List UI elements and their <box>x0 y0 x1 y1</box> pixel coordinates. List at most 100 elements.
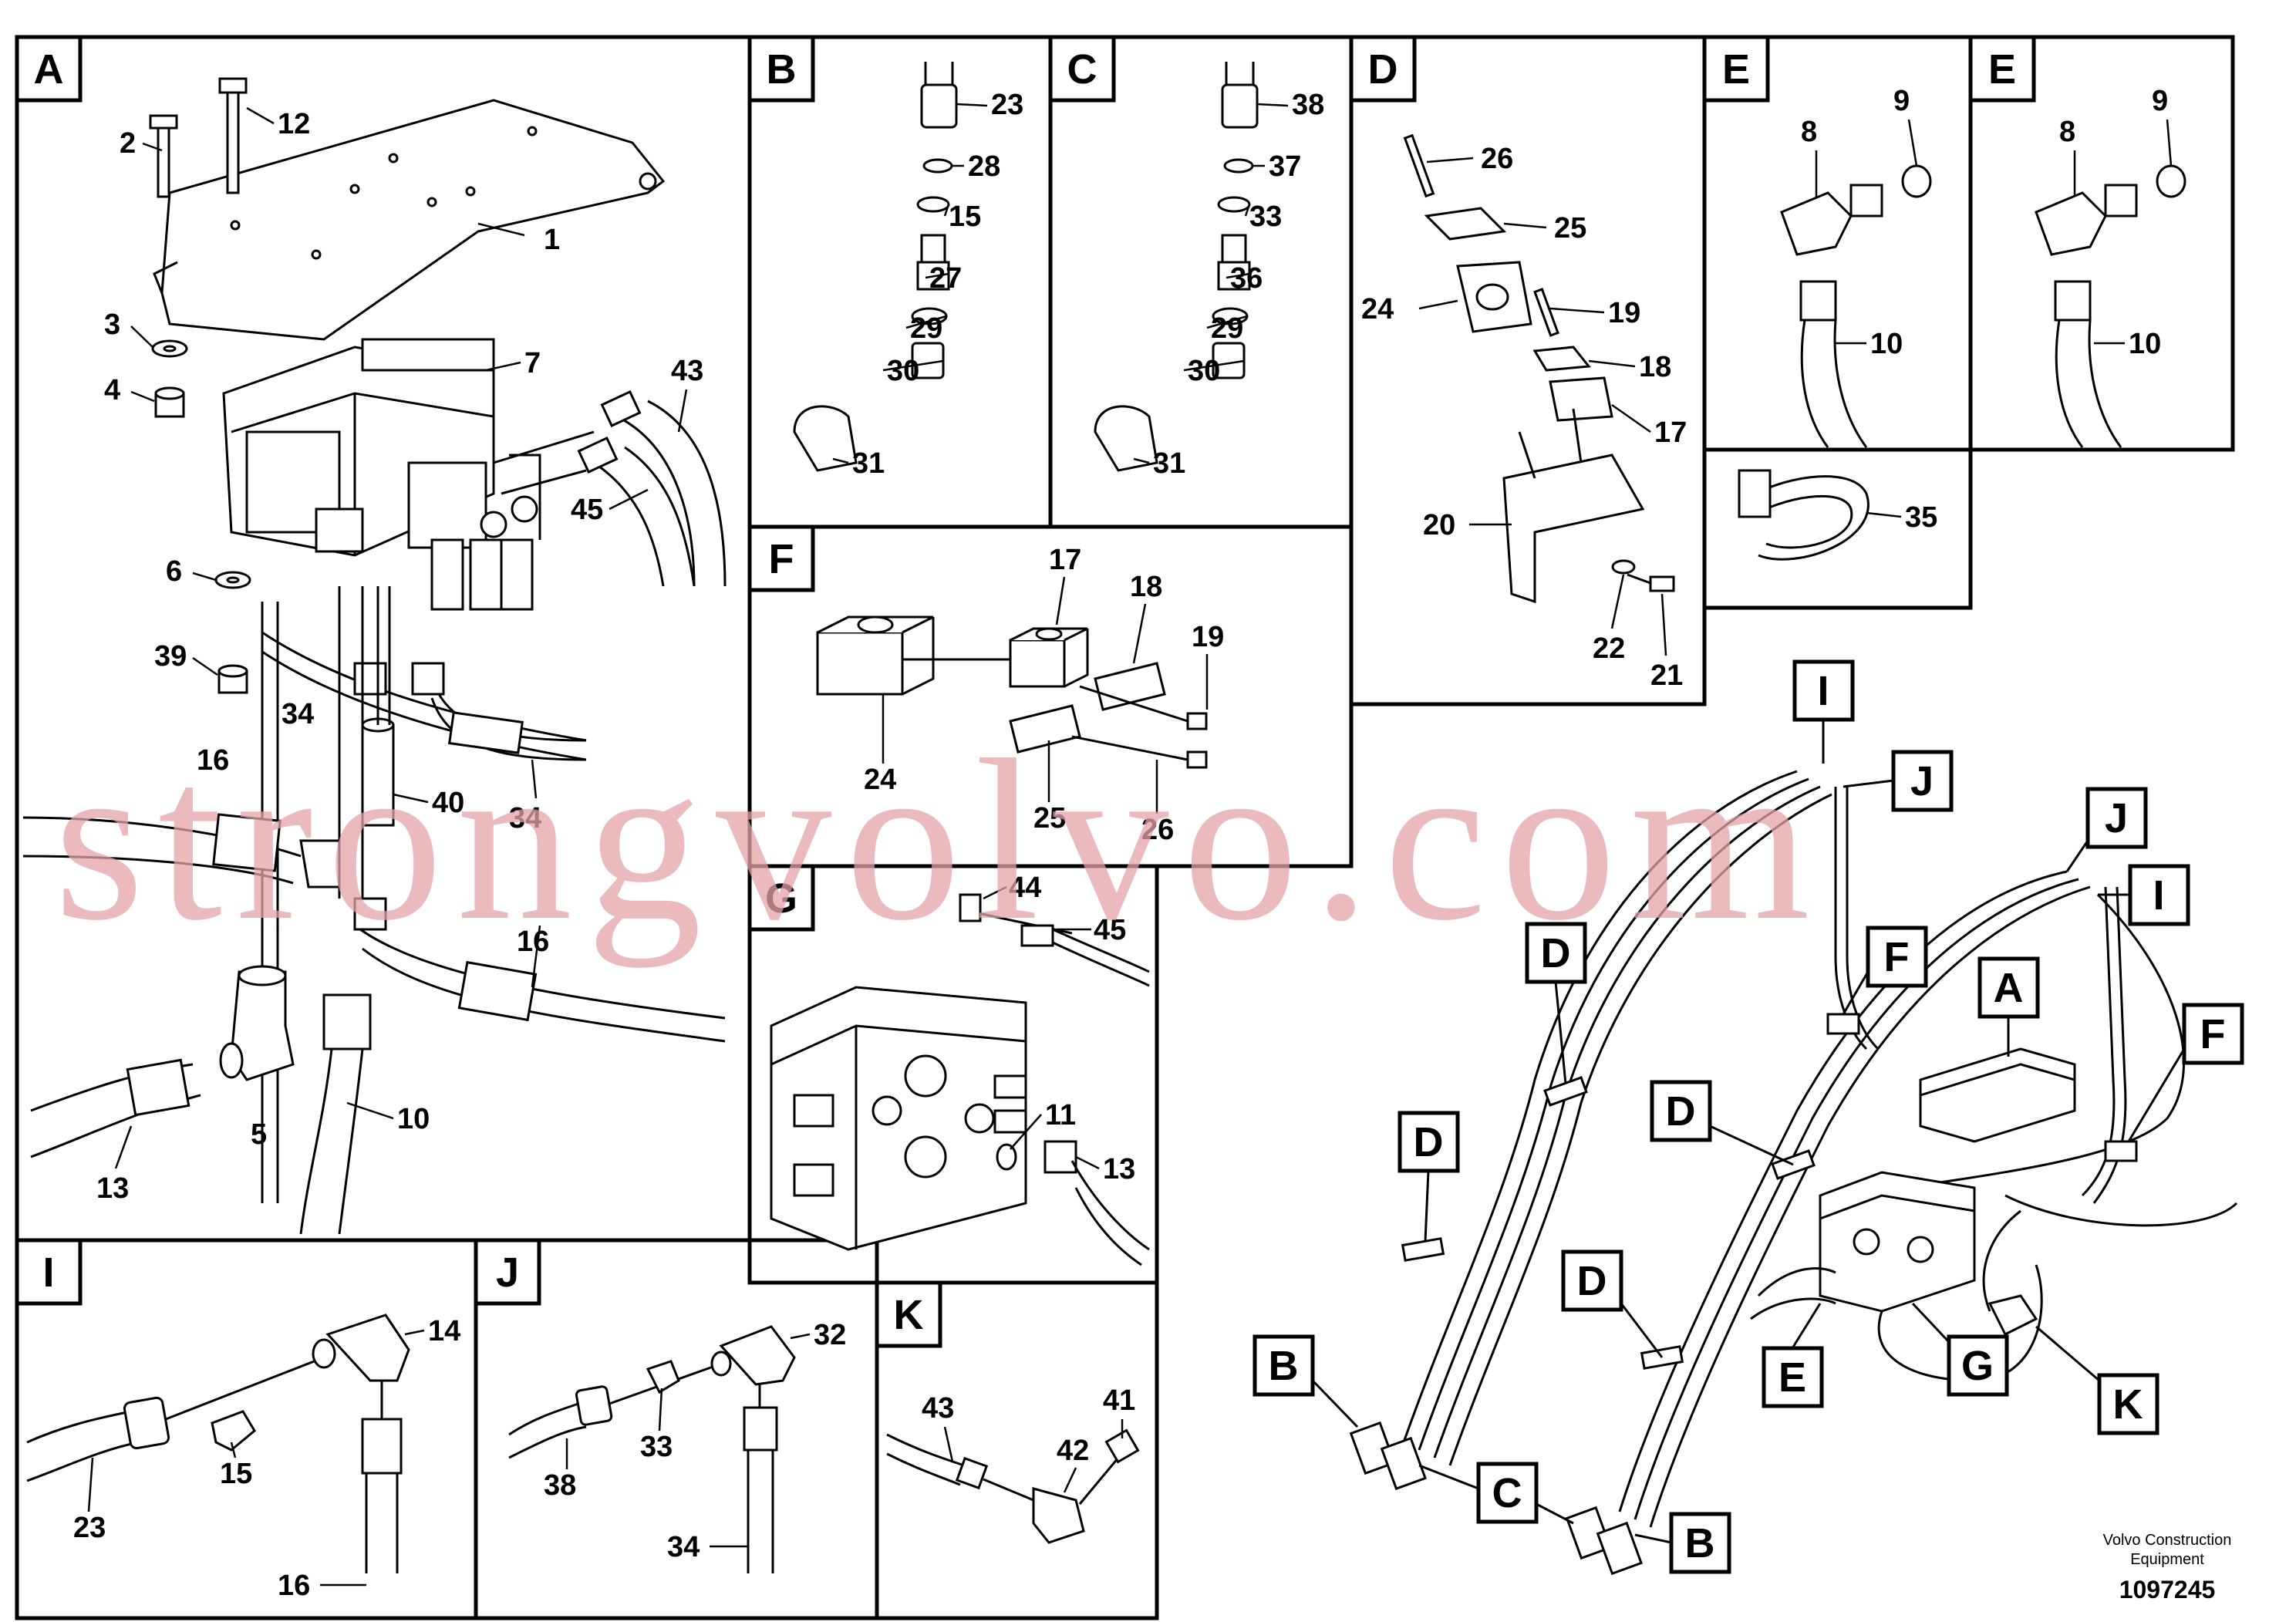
credit-line-1: Volvo Construction <box>2103 1532 2232 1549</box>
overview-tag-g: G <box>1911 1302 2009 1397</box>
callout-e2-8: 8 <box>2059 116 2075 148</box>
callout-b-30: 30 <box>887 355 919 387</box>
svg-text:J: J <box>496 1249 519 1296</box>
panel-letter-B: B <box>747 35 815 103</box>
panel-letter-C: C <box>1048 35 1116 103</box>
overview-tag-a: A <box>1977 956 2040 1057</box>
svg-text:E: E <box>1988 46 2016 93</box>
callout-j-38: 38 <box>544 1469 576 1502</box>
callout-g-44: 44 <box>1009 872 1041 904</box>
callout-k-43: 43 <box>922 1392 954 1425</box>
callout-i-15: 15 <box>220 1458 252 1490</box>
callout-f-25: 25 <box>1033 802 1066 835</box>
callout-a-1: 1 <box>544 224 560 256</box>
callout-a-34b: 34 <box>509 802 541 835</box>
callout-f-26: 26 <box>1141 814 1174 846</box>
watermark-text: strongvolvo.com <box>54 712 1824 969</box>
callout-d-25: 25 <box>1554 212 1586 244</box>
callout-i-14: 14 <box>428 1315 460 1347</box>
svg-text:J: J <box>1910 758 1934 804</box>
overview-tag-e: E <box>1762 1303 1824 1408</box>
panel-letter-J: J <box>474 1238 541 1306</box>
overview-tag-d-4: D <box>1561 1249 1664 1358</box>
svg-text:D: D <box>1541 930 1571 976</box>
svg-text:G: G <box>1961 1343 1994 1389</box>
callout-f-17: 17 <box>1049 544 1081 576</box>
credit-line-2: Equipment <box>2130 1551 2204 1568</box>
callout-a-34: 34 <box>282 698 314 730</box>
callout-i-16: 16 <box>278 1570 310 1602</box>
callout-a-45: 45 <box>571 494 603 526</box>
svg-text:B: B <box>767 46 797 93</box>
svg-text:F: F <box>1884 934 1910 980</box>
callout-c-37: 37 <box>1269 150 1301 183</box>
callout-e2-10: 10 <box>2129 328 2161 360</box>
svg-text:A: A <box>34 46 64 93</box>
panel-a-drawing <box>22 77 727 1235</box>
callout-a-39: 39 <box>154 640 187 673</box>
callout-b-23: 23 <box>991 89 1023 121</box>
panel-g-drawing <box>770 893 1150 1266</box>
svg-text:B: B <box>1269 1343 1299 1389</box>
svg-text:I: I <box>2153 872 2164 919</box>
panel-letter-E2: E <box>1968 35 2036 103</box>
callout-d-18: 18 <box>1639 351 1671 383</box>
callout-f-19: 19 <box>1192 621 1224 653</box>
svg-text:J: J <box>2105 795 2128 841</box>
panel-i-drawing <box>26 1313 410 1573</box>
panel-letter-G: G <box>747 864 815 932</box>
panel-letter-F: F <box>747 524 815 592</box>
callout-a-6: 6 <box>166 555 182 588</box>
panel-j-drawing <box>508 1325 796 1573</box>
callout-d-20: 20 <box>1423 509 1455 541</box>
callout-a-5: 5 <box>251 1118 267 1151</box>
panel-e3-drawing <box>1738 469 1870 561</box>
panel-c-drawing <box>1094 62 1259 472</box>
svg-text:K: K <box>2113 1381 2143 1428</box>
callout-k-42: 42 <box>1057 1435 1089 1467</box>
callout-a-13: 13 <box>96 1172 129 1205</box>
callout-g-13: 13 <box>1103 1153 1135 1185</box>
panel-letter-I: I <box>15 1238 83 1306</box>
svg-text:D: D <box>1577 1258 1607 1304</box>
overview-tag-d-2: D <box>1650 1080 1794 1166</box>
callout-i-23: 23 <box>73 1512 106 1544</box>
panel-letter-K: K <box>875 1280 942 1348</box>
overview-tag-k: K <box>2035 1325 2159 1435</box>
svg-text:I: I <box>1817 668 1829 714</box>
callout-j-32: 32 <box>814 1319 846 1351</box>
callout-g-45: 45 <box>1094 914 1126 946</box>
callout-b-28: 28 <box>968 150 1000 183</box>
callout-j-33: 33 <box>640 1431 673 1463</box>
callout-a-4: 4 <box>104 374 120 406</box>
svg-text:E: E <box>1722 46 1750 93</box>
svg-text:F: F <box>769 536 794 582</box>
callout-d-24: 24 <box>1361 293 1394 325</box>
overview-tag-f-2: F <box>2127 1003 2244 1142</box>
overview-tag-j-1: J <box>1843 750 1954 812</box>
svg-text:D: D <box>1414 1119 1444 1165</box>
callout-c-29: 29 <box>1211 312 1243 345</box>
callout-c-38: 38 <box>1292 89 1324 121</box>
svg-text:D: D <box>1368 46 1398 93</box>
callout-a-16: 16 <box>197 744 229 777</box>
callout-f-18: 18 <box>1130 571 1162 603</box>
overview-drawing <box>1349 770 2238 1576</box>
svg-text:G: G <box>765 875 797 922</box>
overview-tag-d-1: D <box>1525 922 1587 1084</box>
panel-letter-A: A <box>15 35 83 103</box>
callout-a-2: 2 <box>120 127 136 160</box>
panel-k-drawing <box>886 1428 1140 1544</box>
callout-a-12: 12 <box>278 108 310 140</box>
callout-k-41: 41 <box>1103 1384 1135 1417</box>
panel-d-drawing <box>1403 133 1675 604</box>
svg-text:D: D <box>1666 1088 1696 1135</box>
panel-f-drawing <box>816 615 1208 769</box>
callout-e3-35: 35 <box>1905 501 1937 534</box>
svg-text:E: E <box>1778 1354 1806 1401</box>
overview-tag-d-3: D <box>1397 1111 1460 1243</box>
callout-a-16b: 16 <box>517 926 549 958</box>
overview-tags: I J J I D F A F D D D B C E G K B <box>1253 659 2244 1574</box>
panel-e1-drawing <box>1780 164 1932 448</box>
callout-d-21: 21 <box>1650 659 1683 692</box>
